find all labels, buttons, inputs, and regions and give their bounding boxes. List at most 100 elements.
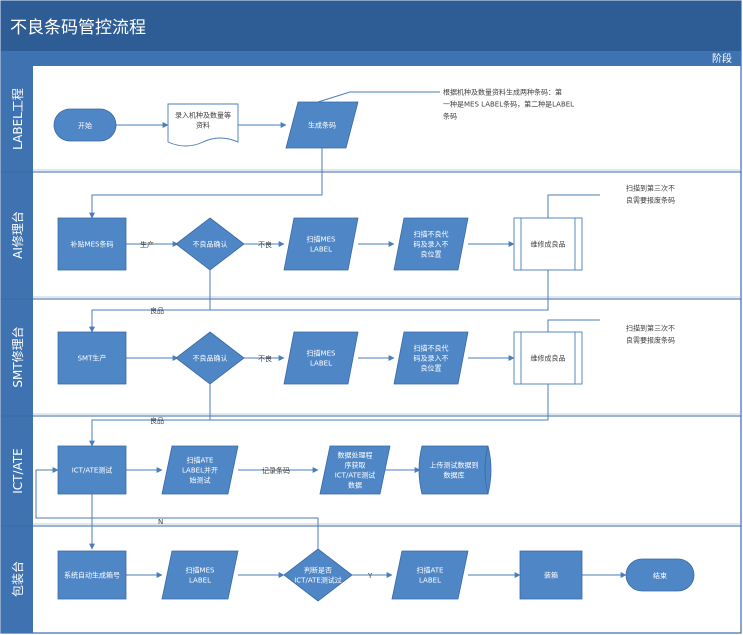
node-text-line: 扫描ATE (417, 566, 444, 575)
edge-label-ict-barcode: 记录条码 (262, 466, 290, 475)
smt-repair-subprocess (513, 331, 583, 385)
pk-print-text: 系统自动生成箱号 (64, 571, 120, 580)
node-text-line: 维修成良品 (531, 240, 566, 249)
node-text-line: 扫描MES (307, 349, 336, 358)
gen-barcode-io (285, 101, 359, 149)
node-text-line: 一种是MES LABEL条码，第二种是LABEL (443, 100, 574, 109)
node-text-line: 扫描不良代 (414, 230, 449, 239)
end-text: 结束 (653, 571, 667, 580)
ai-scan-mes-io (283, 217, 359, 271)
node-text-line: 扫描MES (186, 566, 215, 575)
pk-scan2-text: 扫描ATE LABEL (417, 566, 444, 585)
ai-scan-defect-io (393, 217, 469, 271)
lane-separators (1, 171, 741, 527)
node-text-line: 装箱 (544, 571, 558, 580)
lane-label-smt: SMT修理台 (10, 326, 25, 387)
node-text-line: 不良品确认 (193, 240, 228, 249)
node-text-line: 良需要报废条码 (626, 336, 675, 345)
node-text-line: ICT/ATE测试过 (294, 576, 342, 585)
start-text: 开始 (78, 121, 92, 130)
node-text-line: 码及录入不 (414, 355, 449, 363)
node-text-line: 始测试 (190, 476, 211, 485)
smt-prod-text: SMT生产 (78, 354, 107, 363)
ai-paste-text: 补贴MES条码 (71, 240, 114, 249)
smt-confirm-text: 不良品确认 (193, 354, 228, 363)
node-text-line: 数据 (348, 481, 362, 490)
node-text-line: 维修成良品 (531, 354, 566, 363)
edge-label-ai-good: 良品 (150, 306, 164, 315)
smt-repair-text: 维修成良品 (531, 354, 566, 363)
node-text-line: SMT生产 (78, 354, 107, 363)
node-text-line: LABEL (310, 360, 332, 368)
edge-label-smt-bad: 不良 (258, 354, 272, 363)
node-text-line: 录入机种及数量等 (175, 111, 231, 120)
ai-confirm-text: 不良品确认 (193, 240, 228, 249)
node-text-line: 条码 (443, 112, 457, 121)
ai-confirm-decision (175, 217, 245, 271)
lane-label-ict: ICT/ATE (11, 448, 25, 493)
node-text-line: 数据库 (444, 471, 465, 480)
edge-label-smt-good: 良品 (150, 416, 164, 425)
node-text-line: 数据处理程 (338, 451, 373, 460)
node-text-line: 判断是否 (304, 566, 332, 575)
smt-scan-mes-text: 扫描MES LABEL (307, 349, 336, 368)
edge-label-ai-bad: 不良 (258, 240, 272, 249)
node-text-line: ICT/ATE测试 (72, 466, 113, 475)
node-text-line: 不良品确认 (193, 354, 228, 363)
smt-prod-process (57, 331, 127, 385)
title-bar (1, 1, 741, 51)
ict-test-process (57, 445, 127, 495)
node-text-line: 扫描到第三次不 (626, 324, 675, 333)
lane-label-ai: AI修理台 (10, 211, 25, 259)
pk-scan2-io (391, 550, 469, 600)
node-text-line: 生成条码 (308, 121, 336, 130)
node-text-line: LABEL并开 (182, 466, 218, 475)
start-terminator (53, 108, 117, 142)
node-text-line: LABEL (310, 246, 332, 254)
lane-header-column (1, 51, 33, 633)
node-text-line: 扫描不良代 (414, 344, 449, 353)
phase-label: 阶段 (712, 52, 732, 65)
ai-repair-subprocess (513, 217, 583, 271)
phase-bar (33, 51, 741, 66)
ict-scan-io (161, 445, 239, 495)
node-text-line: 资料 (196, 121, 210, 130)
node-text-line: 扫描MES (307, 235, 336, 244)
pk-pack-text: 装箱 (544, 571, 558, 580)
node-text-line: 扫描ATE (187, 456, 214, 465)
node-text-line: LABEL (419, 577, 441, 585)
ict-test-text: ICT/ATE测试 (72, 466, 113, 475)
node-text-line: 良位置 (421, 250, 442, 259)
input-model-document (167, 103, 239, 147)
pk-pack-process (519, 550, 583, 600)
edge-label-produce: 生产 (140, 240, 154, 249)
node-text-line: 码及录入不 (414, 241, 449, 249)
lane-inner-lines (33, 169, 741, 525)
node-text-line: 良位置 (421, 364, 442, 373)
node-text-line: LABEL (189, 577, 211, 585)
node-text-line: ICT/ATE测试 (335, 471, 376, 480)
node-text-line: 补贴MES条码 (71, 240, 114, 249)
smt-scan-mes-io (283, 331, 359, 385)
ai-paste-process (57, 217, 127, 271)
edge-label-pk-yes: Y (367, 572, 373, 580)
ai-repair-text: 维修成良品 (531, 240, 566, 249)
edge-label-ict-no: N (158, 518, 163, 526)
node-text-line: 序获取 (345, 461, 366, 470)
ict-upload-storage (418, 445, 492, 495)
pk-scan-text: 扫描MES LABEL (186, 566, 215, 585)
pk-scan-io (161, 550, 239, 600)
pk-judge-decision (283, 548, 353, 602)
